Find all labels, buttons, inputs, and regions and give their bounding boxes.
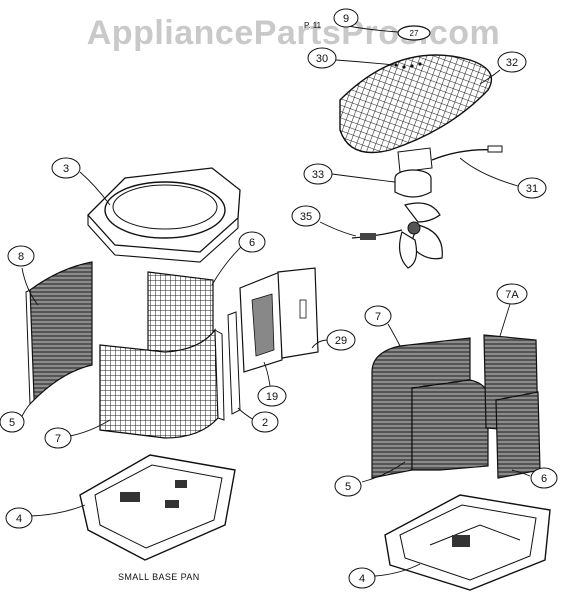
callout-19: 19: [257, 361, 287, 407]
callout-30: 30: [307, 47, 395, 69]
callout-7A: 7A: [496, 283, 528, 337]
callout-6-right: 6: [511, 467, 558, 489]
fan-blade-part: [351, 202, 443, 269]
callout-label: 31: [526, 183, 538, 195]
callout-label: 35: [300, 211, 312, 223]
callout-7-right: 7: [364, 305, 401, 347]
callout-4-left: 4: [5, 504, 86, 529]
small-base-pan-caption: SMALL BASE PAN: [118, 572, 200, 582]
fan-motor-part: [394, 147, 433, 198]
callout-35: 35: [291, 205, 357, 237]
callout-label: 3: [63, 163, 69, 175]
callout-label: 4: [16, 513, 22, 525]
callout-7-left: 7: [44, 419, 111, 449]
callout-label: 5: [345, 481, 351, 493]
access-panel-part: [277, 267, 319, 359]
callout-label: 7A: [505, 289, 519, 301]
callout-label: 8: [18, 251, 24, 263]
callout-2: 2: [237, 407, 279, 433]
corner-post-part: [227, 311, 241, 415]
right-coil-wrap: [371, 337, 489, 479]
callout-33: 33: [303, 163, 396, 185]
callout-label: 29: [335, 335, 347, 347]
callout-5-right: 5: [334, 461, 406, 497]
top-cover-part: [87, 167, 241, 263]
callout-label: 5: [9, 417, 15, 429]
callout-9: 9: [333, 8, 399, 33]
callout-4-right: 4: [348, 563, 421, 589]
base-pan-right: [384, 494, 551, 591]
screws-part: [394, 62, 422, 69]
callout-29: 29: [311, 329, 356, 351]
callout-label: 6: [541, 473, 547, 485]
callout-label: 33: [312, 169, 324, 181]
callout-32: 32: [479, 51, 527, 85]
control-box-part: [239, 271, 283, 373]
callout-label: 7: [55, 433, 61, 445]
callout-5-left: 5: [0, 399, 35, 433]
callout-label: 2: [262, 417, 268, 429]
callout-label: 9: [343, 13, 349, 25]
callout-label: 27: [410, 29, 419, 38]
guard-cap-part: [397, 25, 431, 41]
callout-27: 27: [410, 29, 419, 38]
base-pan-left: [79, 454, 236, 561]
top-reference-label: P. 11: [304, 21, 322, 30]
callout-label: 19: [266, 391, 278, 403]
callout-label: 30: [316, 53, 328, 65]
callout-6-left: 6: [211, 231, 266, 286]
callout-label: 6: [249, 237, 255, 249]
fan-guard-part: [339, 54, 493, 154]
right-side-coil: [483, 334, 541, 479]
left-coil-panel: [25, 261, 93, 406]
motor-cable-part: [431, 145, 503, 161]
callout-label: 7: [375, 311, 381, 323]
callout-3: 3: [51, 157, 111, 206]
callout-label: 32: [506, 57, 518, 69]
callout-8: 8: [7, 245, 39, 306]
front-coil-wrap: [99, 328, 225, 439]
callout-31: 31: [459, 157, 547, 199]
callout-label: 4: [359, 573, 365, 585]
